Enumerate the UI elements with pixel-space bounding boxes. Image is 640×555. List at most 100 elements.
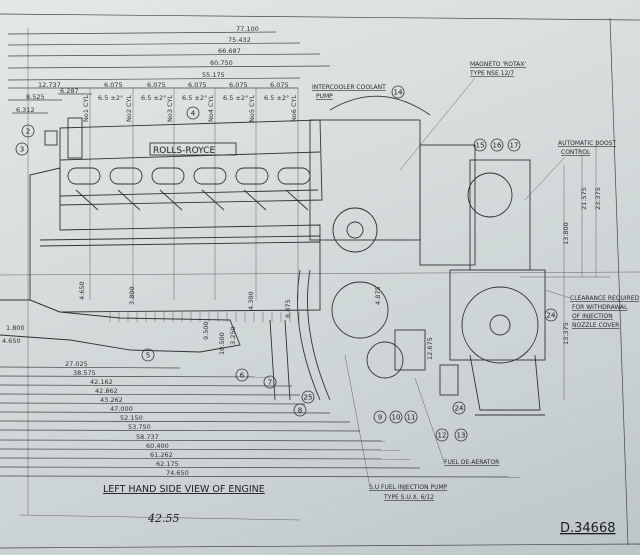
injector-pipe (201, 189, 225, 211)
cylinder-pitch-value: 6.075 (104, 81, 123, 89)
dim-8-875: 8.875 (284, 299, 292, 318)
callout-bubble (454, 428, 468, 442)
drawing-number: D.34668 (560, 521, 616, 536)
sheet-frame (0, 13, 640, 549)
callout-number: 5 (146, 352, 150, 360)
magneto-label-1: MAGNETO 'ROTAX' (470, 61, 526, 68)
callout-number: 6 (240, 372, 245, 380)
injector-pipe (75, 189, 99, 211)
callout-bubble (373, 410, 387, 424)
cylinder-pitch-value: 6.075 (270, 81, 289, 89)
bottom-dimension-line (0, 366, 181, 369)
exhaust-port (67, 167, 101, 185)
callout-number: 2 (26, 128, 30, 136)
callout-bubble (391, 85, 405, 99)
bottom-dimension-line (0, 402, 306, 405)
injector-pipe (243, 189, 267, 211)
valve-timing-note: 6.5 ±2° (141, 94, 166, 102)
drawing-title: LEFT HAND SIDE VIEW OF ENGINE (103, 484, 265, 495)
annotations: INTERCOOLER COOLANT PUMP MAGNETO 'ROTAX'… (103, 61, 640, 536)
callout-bubble (404, 410, 418, 424)
bottom-dimension-value: 27.025 (65, 360, 88, 368)
callout-bubble (21, 124, 35, 138)
bottom-dimension-line (0, 448, 401, 451)
dim-4-650: 4.650 (78, 281, 86, 300)
exhaust-port (277, 167, 311, 185)
clearance-label-3: OF INJECTION (572, 313, 613, 320)
injector-pipe (117, 189, 141, 211)
exhaust-port (109, 167, 143, 185)
dim-9-500: 9.500 (202, 321, 210, 340)
bottom-dimension-value: 53.750 (128, 423, 151, 431)
dim-3-800: 3.800 (128, 286, 136, 305)
right-vertical-dimensions: 13.800 21.575 23.375 13.375 (520, 145, 610, 400)
valve-timing-note: 6.5 ±2° (182, 94, 207, 102)
bottom-dimension-value: 61.262 (150, 451, 173, 459)
bottom-dimension-value: 47.000 (110, 405, 133, 413)
callout-bubble (263, 375, 277, 389)
dim-12-675: 12.675 (426, 337, 434, 360)
magneto-label-2: TYPE NSE 12/7 (469, 70, 514, 77)
bottom-dimension-value: 62.175 (156, 460, 179, 468)
callout-bubble (235, 368, 249, 382)
top-dimension-value: 66.687 (218, 47, 241, 55)
dim-13-375: 13.375 (562, 322, 570, 345)
clearance-label-2: FOR WITHDRAWAL (572, 304, 628, 311)
dim-6-287: 6.287 (60, 87, 79, 95)
exhaust-port (235, 167, 269, 185)
dim-8-525: 8.525 (26, 93, 45, 101)
callout-bubble (490, 138, 504, 152)
callout-number: 12 (438, 432, 447, 440)
top-dimension-value: 77.100 (236, 25, 259, 33)
bottom-dimension-line (0, 429, 361, 432)
cylinder-label: No4 CYL (207, 95, 215, 122)
left-vertical-dimensions: 4.650 3.800 9.500 10.500 3.250 4.300 8.8… (2, 281, 434, 360)
bottom-dimension-line (0, 384, 293, 387)
callout-bubble (507, 138, 521, 152)
top-dimension-line (7, 53, 321, 57)
callout-number: 17 (510, 142, 519, 150)
bottom-dimension-lines: 27.02538.57542.16242.86243.26247.00052.1… (0, 360, 521, 478)
bottom-dimension-value: 42.862 (95, 387, 118, 395)
callout-number: 10 (392, 414, 401, 422)
callout-bubble (15, 142, 29, 156)
callout-bubble (473, 138, 487, 152)
bottom-dimension-value: 43.262 (100, 396, 123, 404)
cylinder-pitch-value: 6.075 (229, 81, 248, 89)
top-dimension-value: 75.432 (228, 36, 251, 44)
bottom-dimension-line (0, 375, 271, 378)
dim-6-312: 6.312 (16, 106, 35, 114)
dim-4-300: 4.300 (247, 291, 255, 310)
top-dimension-value: 55.175 (202, 71, 225, 79)
fuel-pump-label-1: S.U FUEL INJECTION PUMP (369, 484, 448, 491)
dim-3-250: 3.250 (229, 326, 237, 345)
cylinder-label: No2 CYL (125, 95, 133, 122)
callout-number: 13 (457, 432, 466, 440)
top-dimension-lines: 77.100 75.432 66.687 60.750 55.175 (7, 25, 331, 81)
exhaust-port (151, 167, 185, 185)
fuel-pump-label-2: TYPE S.U.X. 6/12 (383, 494, 434, 501)
callout-bubble (435, 428, 449, 442)
callout-number: 4 (191, 110, 196, 118)
bottom-dimension-value: 74.650 (166, 469, 189, 477)
bottom-dimension-value: 60.400 (146, 442, 169, 450)
callout-number: 16 (493, 142, 502, 150)
bottom-dimension-line (0, 411, 331, 414)
injector-pipe (159, 189, 183, 211)
intercooler-pump-label-2: PUMP (316, 93, 333, 100)
rolls-royce-nameplate: ROLLS-ROYCE (153, 146, 215, 156)
clearance-label-1: CLEARANCE REQUIRED (570, 295, 640, 302)
valve-timing-note: 6.5 ±2° (264, 94, 289, 102)
bottom-dimension-line (0, 457, 411, 460)
callout-number: 15 (476, 142, 485, 150)
cylinder-pitch-value: 6.075 (188, 81, 207, 89)
top-dimension-value: 60.750 (210, 59, 233, 67)
callout-bubble (544, 308, 558, 322)
cylinder-label: No3 CYL (166, 95, 174, 122)
callout-bubble (186, 106, 200, 120)
callout-number: 3 (20, 146, 24, 154)
dim-1-800: 1.800 (6, 324, 25, 332)
